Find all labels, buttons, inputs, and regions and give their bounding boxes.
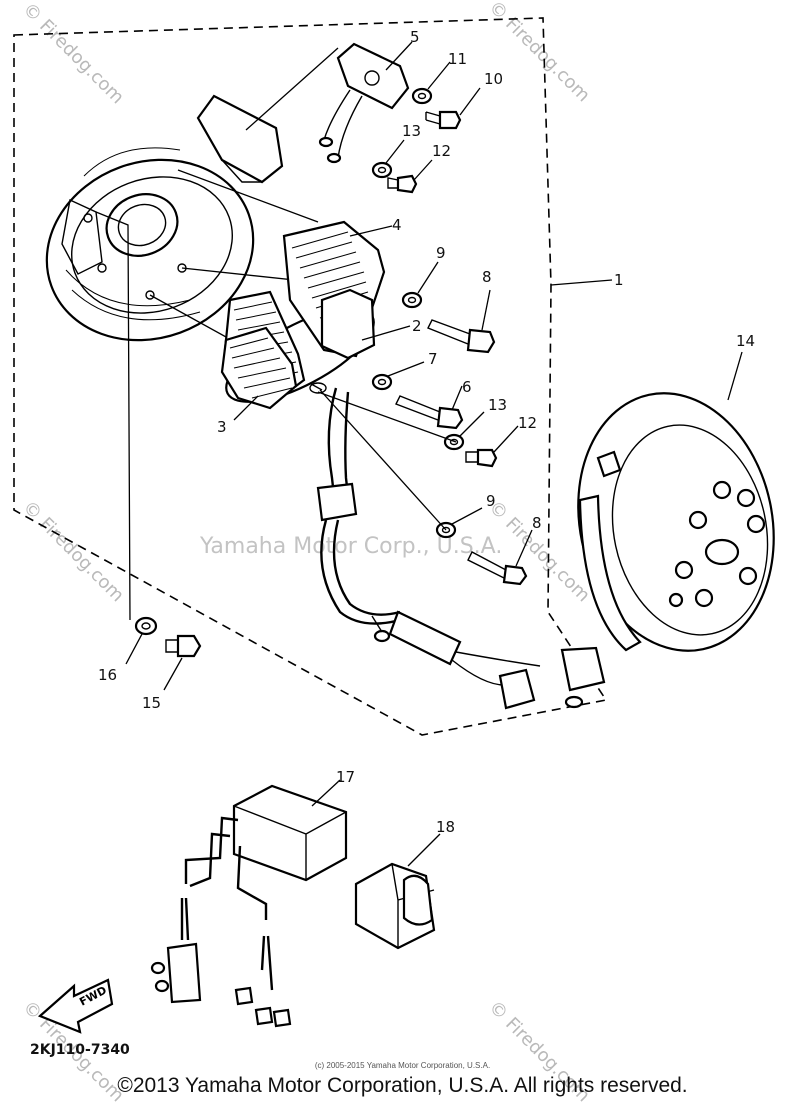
pickup-coil <box>318 42 410 164</box>
bolt-8-top <box>427 319 496 354</box>
footer-copyright: ©2013 Yamaha Motor Corporation, U.S.A. A… <box>117 1074 688 1097</box>
callout-16: 16 <box>98 666 117 684</box>
drawing-part-number: 2KJ110-7340 <box>30 1042 130 1058</box>
washer-7 <box>371 373 393 391</box>
callout-13: 13 <box>488 396 507 414</box>
callout-1: 1 <box>614 271 624 289</box>
washer-13-top <box>371 161 393 179</box>
small-copyright: (c) 2005-2015 Yamaha Motor Corporation, … <box>314 1061 491 1070</box>
callout-9: 9 <box>436 244 446 262</box>
bolt-8-low <box>467 551 528 586</box>
screw-12-top <box>387 174 418 194</box>
watermark-top-left: © Firedog.com <box>18 0 128 108</box>
callout-18: 18 <box>436 818 455 836</box>
washer-9-top <box>401 291 423 309</box>
stator-coil-assembly <box>220 220 386 410</box>
rubber-holder <box>354 862 436 950</box>
callout-2: 2 <box>412 317 422 335</box>
callout-3: 3 <box>217 418 227 436</box>
callout-15: 15 <box>142 694 161 712</box>
callout-11: 11 <box>448 50 467 68</box>
callout-9: 9 <box>486 492 496 510</box>
callout-6: 6 <box>462 378 472 396</box>
watermark-center: Yamaha Motor Corp., U.S.A. <box>199 534 502 559</box>
callout-4: 4 <box>392 216 402 234</box>
washer-16 <box>134 616 158 636</box>
callout-8: 8 <box>482 268 492 286</box>
screw-10 <box>425 110 462 130</box>
cdi-unit <box>150 784 348 1028</box>
washer-11 <box>411 87 433 105</box>
screw-12-mid <box>465 448 498 468</box>
watermark-left: © Firedog.com <box>18 497 128 607</box>
stator-harness <box>316 387 606 710</box>
flywheel-rotor <box>577 392 775 652</box>
base-plate <box>45 94 284 342</box>
callout-12: 12 <box>518 414 537 432</box>
callout-17: 17 <box>336 768 355 786</box>
callout-8: 8 <box>532 514 542 532</box>
callout-14: 14 <box>736 332 755 350</box>
watermark-top-right: © Firedog.com <box>484 0 594 106</box>
callout-12: 12 <box>432 142 451 160</box>
screw-15 <box>165 634 202 658</box>
callout-10: 10 <box>484 70 503 88</box>
callout-5: 5 <box>410 28 420 46</box>
callout-13: 13 <box>402 122 421 140</box>
callout-7: 7 <box>428 350 438 368</box>
bolt-6 <box>395 395 464 430</box>
washer-13-mid <box>443 433 465 451</box>
